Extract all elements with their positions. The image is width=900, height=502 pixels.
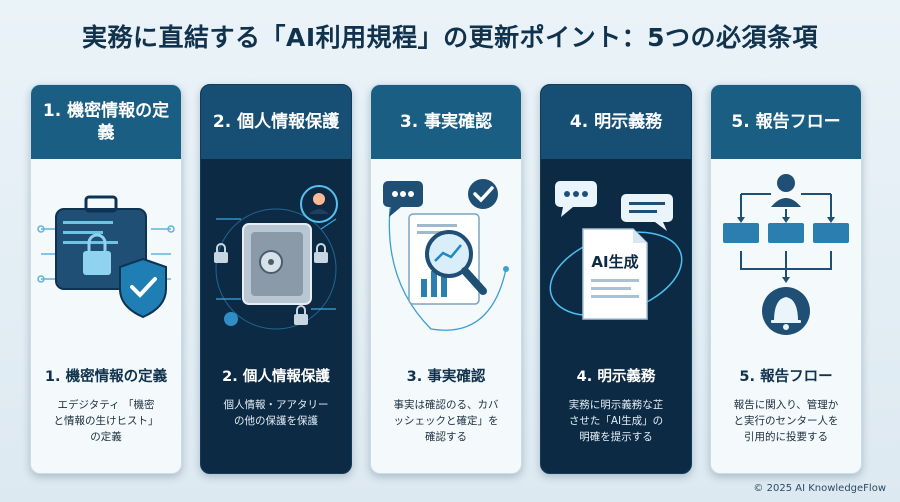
chat-bubble-icon <box>383 181 423 217</box>
card-subtitle: 4. 明示義務 <box>576 369 656 385</box>
card-heading: 2. 個人情報保護 <box>201 85 351 159</box>
card-heading: 3. 事実確認 <box>371 85 521 159</box>
card-description: 個人情報・アアタリー の他の保護を保護 <box>223 399 329 427</box>
card-subtitle: 3. 事実確認 <box>406 369 486 385</box>
card-heading: 1. 機密情報の定義 <box>31 85 181 159</box>
document-icon: AI生成 <box>582 228 648 320</box>
flow-node <box>813 223 849 243</box>
lock-icon <box>214 243 328 325</box>
page-title: 実務に直結する「AI利用規程」の更新ポイント：5つの必須条項 <box>81 23 819 52</box>
user-icon <box>771 174 801 207</box>
bell-icon <box>762 287 810 335</box>
briefcase-lock-illustration <box>31 159 181 359</box>
copyright-footer: © 2025 AI KnowledgeFlow <box>753 483 886 494</box>
card-subtitle: 5. 報告フロー <box>739 369 833 385</box>
safe-illustration <box>201 159 351 359</box>
chat-bubble-icon <box>555 181 673 231</box>
card-subtitle: 2. 個人情報保護 <box>222 369 330 385</box>
card-description: 報告に関入り、管理か と実行のセンター人を 引用的に投要する <box>733 399 839 443</box>
card-disclosure-duty: 4. 明示義務 AI生成 <box>540 84 692 474</box>
card-heading: 4. 明示義務 <box>541 85 691 159</box>
card-personal-info: 2. 個人情報保護 <box>200 84 352 474</box>
card-confidential-info: 1. 機密情報の定義 <box>30 84 182 474</box>
ai-document-illustration: AI生成 <box>541 159 691 359</box>
safe-icon <box>242 223 312 305</box>
flow-node <box>723 223 759 243</box>
magnifier-icon <box>425 230 487 295</box>
card-reporting-flow: 5. 報告フロー <box>710 84 862 474</box>
card-description: 実務に明示義務な芷 させた「AI生成」の 明確を提示する <box>568 399 664 443</box>
report-flow-illustration <box>711 159 861 359</box>
ai-generated-label: AI生成 <box>591 253 638 271</box>
cards-row: 1. 機密情報の定義 <box>30 84 875 474</box>
shield-check-icon <box>119 257 167 319</box>
fact-check-illustration <box>371 159 521 359</box>
lock-icon <box>83 233 111 275</box>
check-circle-icon <box>468 179 498 209</box>
card-description: エデジタティ 「機密 と情報の生けヒスト」 の定義 <box>53 399 159 443</box>
card-description: 事実は確認のる、カバ ッシェックと確定」を 確認する <box>393 399 499 443</box>
card-fact-check: 3. 事実確認 <box>370 84 522 474</box>
card-heading: 5. 報告フロー <box>711 85 861 159</box>
card-subtitle: 1. 機密情報の定義 <box>44 369 168 385</box>
flow-node <box>768 223 804 243</box>
user-icon <box>300 185 338 223</box>
